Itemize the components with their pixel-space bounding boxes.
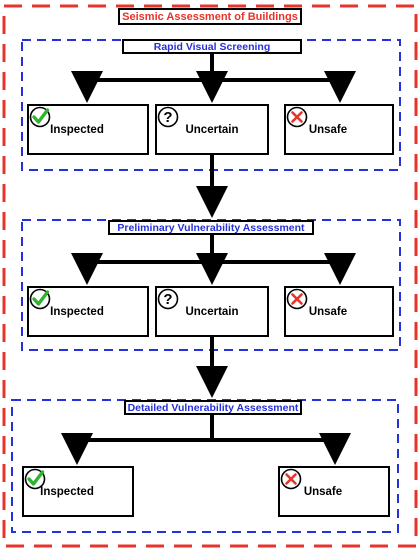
stage-2-title: Preliminary Vulnerability Assessment [108,220,314,235]
cross-icon [286,106,308,128]
stage-3-title: Detailed Vulnerability Assessment [124,400,302,415]
stage-1-title: Rapid Visual Screening [122,39,302,54]
svg-text:?: ? [163,291,172,308]
stage-1-unsafe-box: Unsafe [284,104,394,155]
diagram-title: Seismic Assessment of Buildings [118,8,302,25]
stage-2-unsafe-box: Unsafe [284,286,394,337]
stage-2-uncertain-box: Uncertain ? [155,286,269,337]
check-icon [29,106,51,128]
stage-2-inspected-label: Inspected [50,305,104,318]
stage-3-inspected-label: Inspected [40,485,94,498]
cross-icon [280,468,302,490]
stage-1-uncertain-label: Uncertain [185,123,239,136]
stage-2-inspected-box: Inspected [27,286,149,337]
cross-icon [286,288,308,310]
stage-1-inspected-label: Inspected [50,123,104,136]
stage-3-unsafe-box: Unsafe [278,466,390,517]
stage-2-unsafe-label: Unsafe [308,305,348,318]
svg-text:?: ? [163,109,172,126]
question-icon: ? [157,106,179,128]
stage-1-unsafe-label: Unsafe [308,123,348,136]
question-icon: ? [157,288,179,310]
stage-3-inspected-box: Inspected [22,466,134,517]
stage-3-unsafe-label: Unsafe [303,485,343,498]
outer-dashed-frame [2,4,418,548]
stage-3-dashed-frame [11,399,399,533]
check-icon [29,288,51,310]
check-icon [24,468,46,490]
stage-2-uncertain-label: Uncertain [185,305,239,318]
stage-1-uncertain-box: Uncertain ? [155,104,269,155]
stage-1-inspected-box: Inspected [27,104,149,155]
